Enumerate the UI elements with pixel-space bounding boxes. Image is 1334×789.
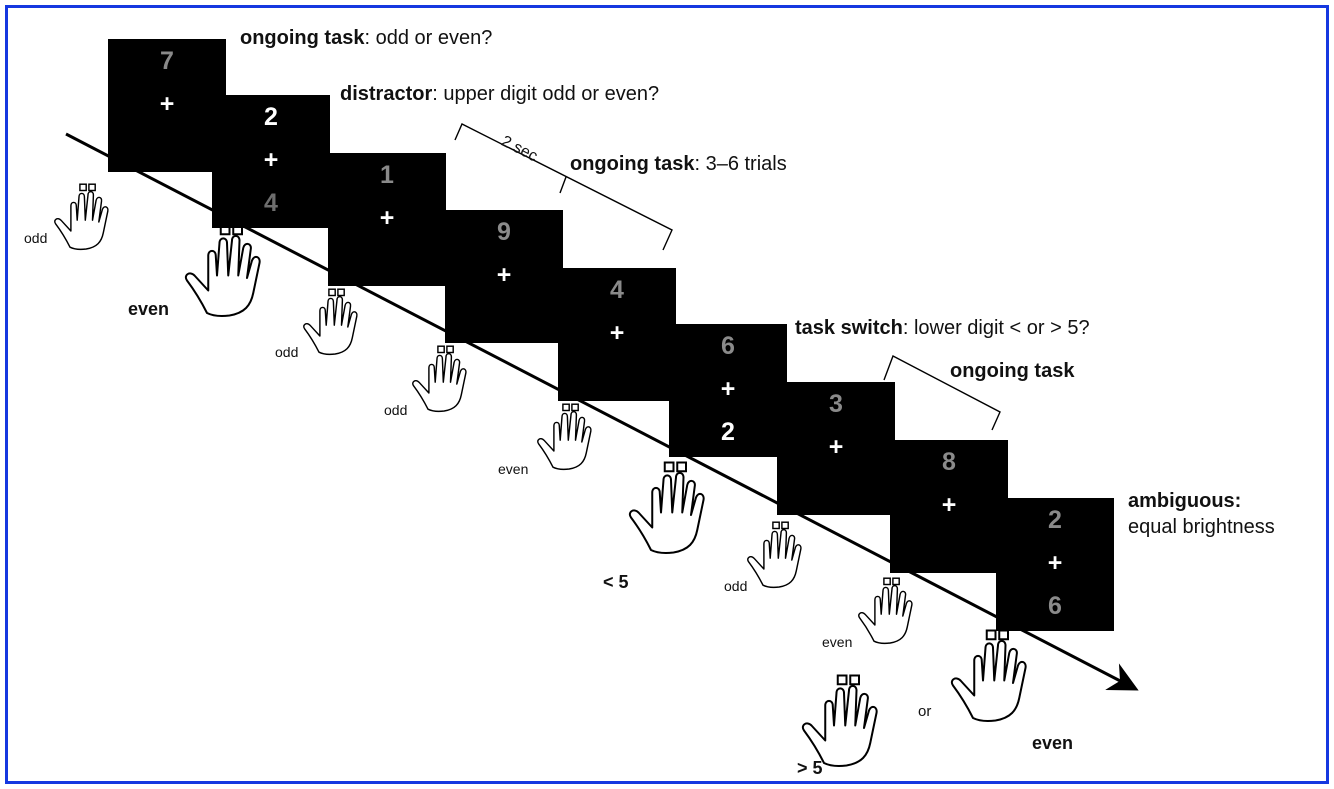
stimulus-screen: 4+ (558, 268, 676, 401)
lower-digit: 2 (721, 418, 735, 446)
final-response-greater-5: > 5 (797, 758, 823, 778)
label-task-switch: task switch: lower digit < or > 5? (795, 317, 1090, 339)
response-label: < 5 (603, 572, 629, 592)
response-label: even (498, 461, 529, 477)
response-label: odd (384, 402, 408, 418)
stimulus-screen: 2 +6 (996, 498, 1114, 631)
fixation-cross: + (609, 319, 625, 347)
label-ongoing-task-3: ongoing task (950, 360, 1075, 382)
hand-icon (537, 403, 592, 471)
fixation-cross: + (1047, 549, 1063, 577)
stimulus-screen: 3+ (777, 382, 895, 515)
response-label: odd (24, 230, 48, 246)
hand-icon (54, 183, 109, 251)
response-label: even (128, 299, 170, 319)
fixation-cross: + (379, 204, 395, 232)
hand-icon (184, 224, 261, 317)
fixation-cross: + (263, 146, 279, 174)
label-ongoing-task-2: ongoing task: 3–6 trials (570, 153, 787, 175)
stimulus-screen: 1+ (328, 153, 446, 286)
upper-digit: 1 (380, 161, 394, 189)
duration-tick (559, 176, 567, 194)
label-ongoing-task-1: ongoing task: odd or even? (240, 27, 493, 49)
fixation-cross: + (159, 90, 175, 118)
fixation-cross: + (720, 375, 736, 403)
fixation-cross: + (941, 491, 957, 519)
upper-digit: 7 (160, 47, 174, 75)
hand-icon (747, 521, 802, 589)
fixation-cross: + (828, 433, 844, 461)
response-label: odd (275, 344, 299, 360)
lower-digit: 4 (264, 189, 278, 217)
upper-digit: 2 (1048, 506, 1062, 534)
upper-digit: 9 (497, 218, 511, 246)
duration-bracket (454, 123, 673, 251)
figure-frame (5, 5, 1329, 784)
label-equal-brightness: equal brightness (1128, 516, 1275, 538)
stimulus-screen: 2 +4 (212, 95, 330, 228)
upper-digit: 3 (829, 390, 843, 418)
hand-icon (858, 577, 913, 645)
stimulus-screen: 6 +2 (669, 324, 787, 457)
ongoing-bracket (883, 355, 1001, 431)
hand-icon (801, 674, 878, 767)
label-ambiguous: ambiguous: (1128, 490, 1242, 512)
fixation-cross: + (496, 261, 512, 289)
hand-icon (303, 288, 358, 356)
label-distractor: distractor: upper digit odd or even? (340, 83, 660, 105)
upper-digit: 8 (942, 448, 956, 476)
final-response-even: even (1032, 733, 1074, 753)
lower-digit: 6 (1048, 592, 1062, 620)
response-label: odd (724, 578, 748, 594)
upper-digit: 6 (721, 332, 735, 360)
stimulus-screen: 8+ (890, 440, 1008, 573)
final-response-or: or (918, 703, 932, 720)
upper-digit: 4 (610, 276, 624, 304)
stimulus-screen: 9+ (445, 210, 563, 343)
hand-icon (412, 345, 467, 413)
hand-icon (950, 629, 1027, 722)
hand-icon (628, 461, 705, 554)
upper-digit: 2 (264, 103, 278, 131)
stimulus-screen: 7+ (108, 39, 226, 172)
response-label: even (822, 634, 853, 650)
